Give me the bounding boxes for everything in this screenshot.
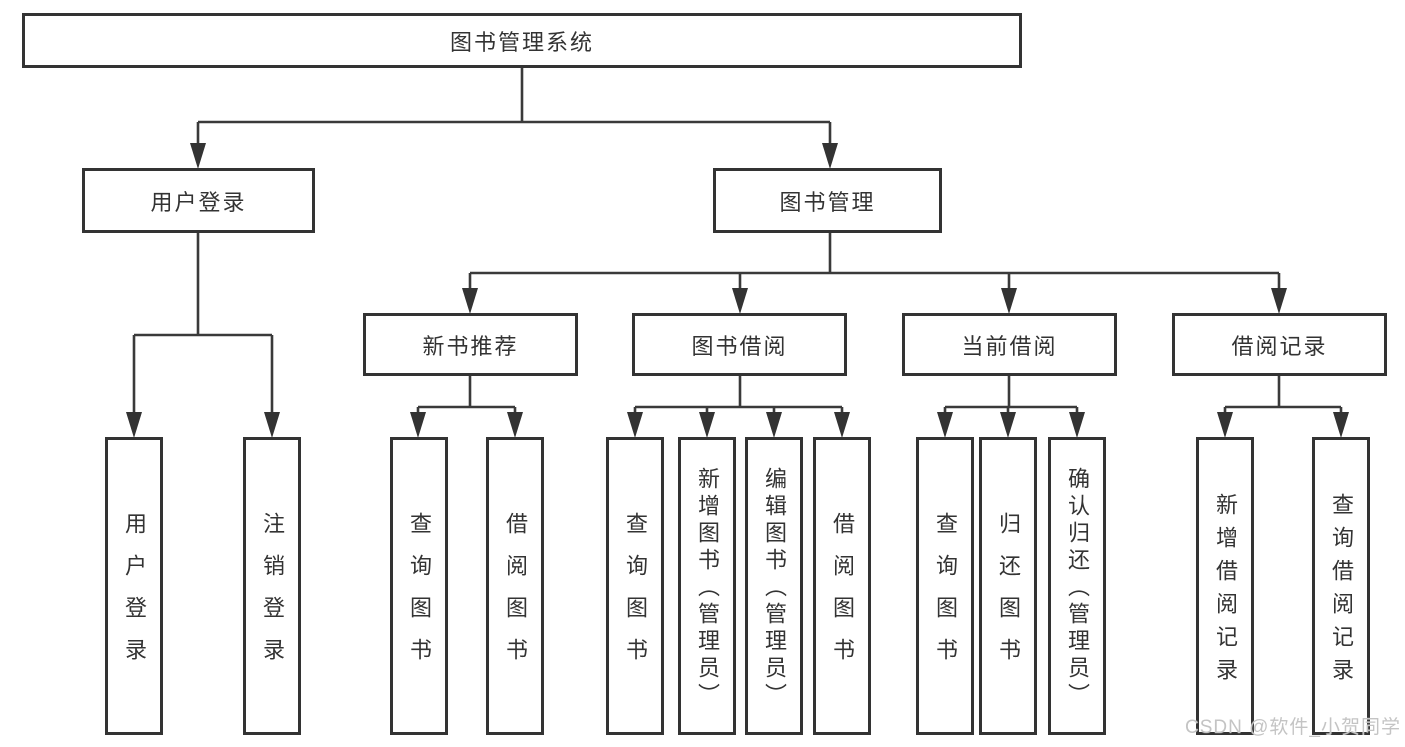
leaf-newbook-query-books: 查询图书 — [390, 437, 448, 735]
leaf-records-add-record: 新增借阅记录 — [1196, 437, 1254, 735]
node-new-book-recommend: 新书推荐 — [363, 313, 578, 376]
node-user-login: 用户登录 — [82, 168, 315, 233]
leaf-borrow-query-books: 查询图书 — [606, 437, 664, 735]
node-book-management: 图书管理 — [713, 168, 942, 233]
leaf-logout: 注销登录 — [243, 437, 301, 735]
leaf-records-query-record: 查询借阅记录 — [1312, 437, 1370, 735]
leaf-current-return-books: 归还图书 — [979, 437, 1037, 735]
leaf-current-query-books: 查询图书 — [916, 437, 974, 735]
leaf-borrow-edit-books-admin: 编辑图书（管理员） — [745, 437, 803, 735]
node-root-system: 图书管理系统 — [22, 13, 1022, 68]
leaf-newbook-borrow-books: 借阅图书 — [486, 437, 544, 735]
node-borrow-records: 借阅记录 — [1172, 313, 1387, 376]
leaf-current-confirm-return-admin: 确认归还（管理员） — [1048, 437, 1106, 735]
node-current-borrow: 当前借阅 — [902, 313, 1117, 376]
leaf-borrow-borrow-books: 借阅图书 — [813, 437, 871, 735]
leaf-borrow-add-books-admin: 新增图书（管理员） — [678, 437, 736, 735]
node-book-borrow: 图书借阅 — [632, 313, 847, 376]
leaf-user-login: 用户登录 — [105, 437, 163, 735]
csdn-watermark: CSDN @软件_小贺同学 — [1185, 717, 1401, 738]
